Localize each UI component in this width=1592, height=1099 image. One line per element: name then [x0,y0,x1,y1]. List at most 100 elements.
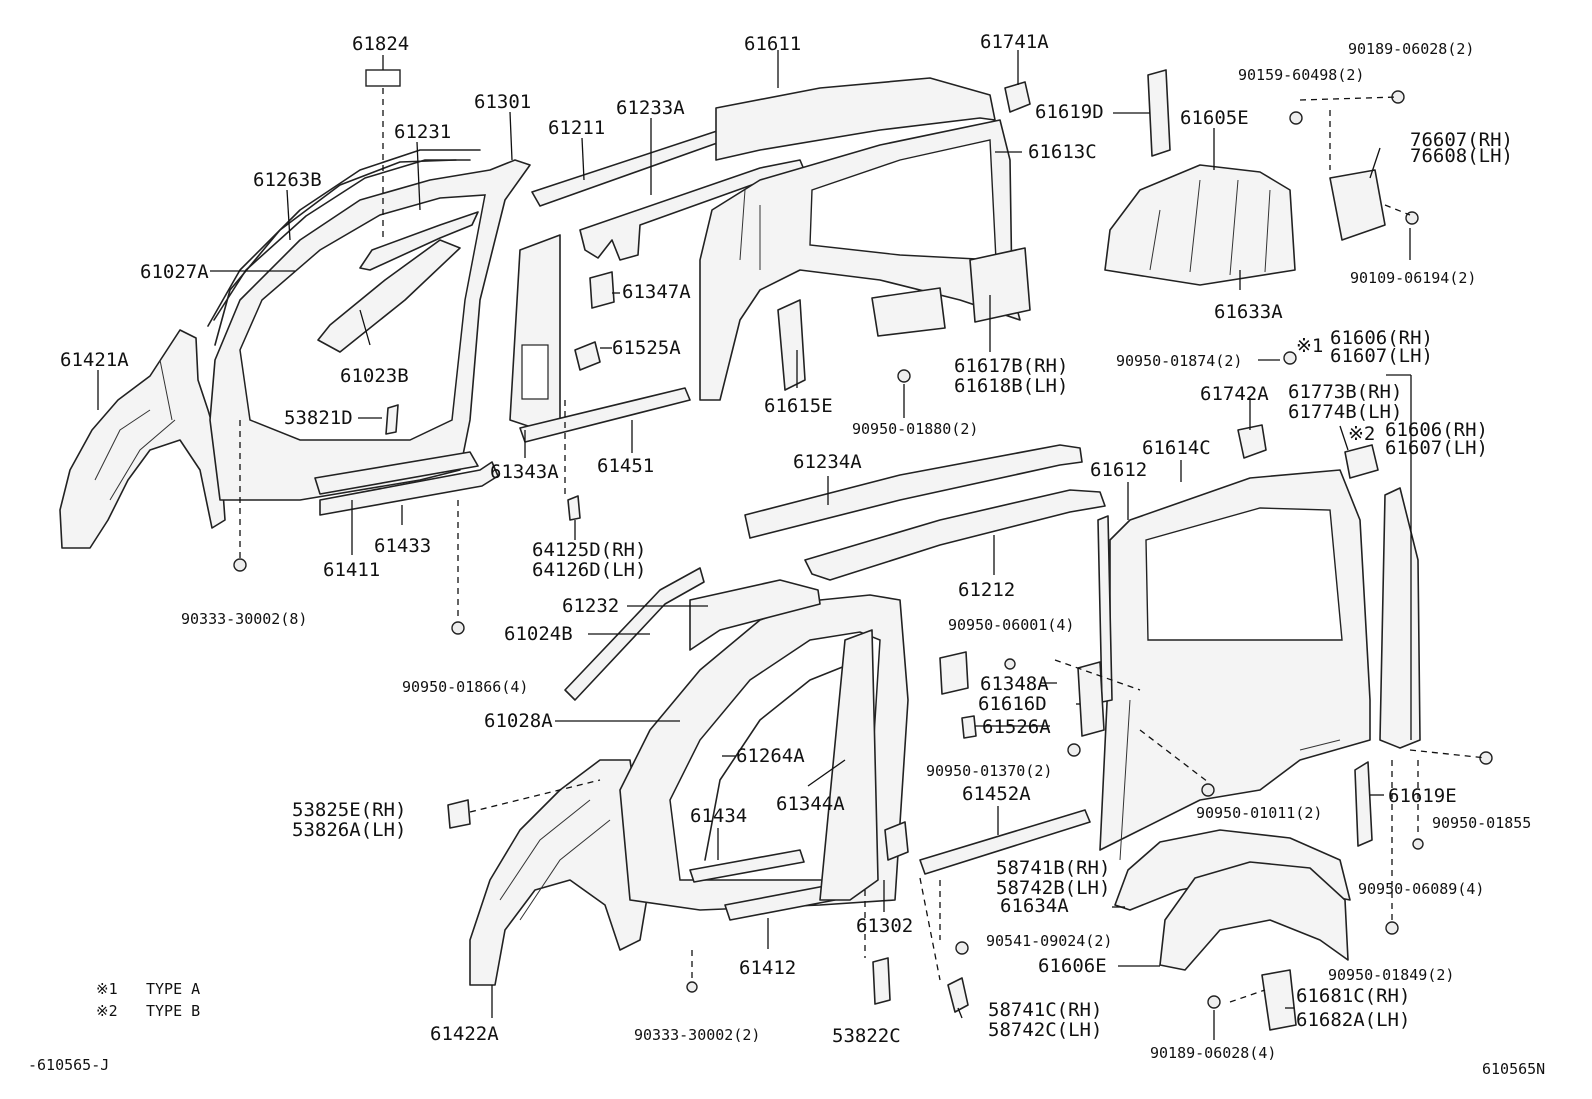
label-64126d: 64126D(LH) [532,559,646,581]
label-90333-30002-8: 90333-30002(8) [181,610,307,628]
part-61606 [1379,487,1421,749]
label-90541-09024-2: 90541-09024(2) [986,932,1112,950]
part-61343a [509,234,561,431]
label-61606-type2: 61606(RH) [1385,419,1488,441]
label-61605e: 61605E [1180,107,1249,129]
part-61232 [689,579,821,651]
label-61412: 61412 [739,957,796,979]
label-61302: 61302 [856,915,913,937]
label-61617b: 61617B(RH) [954,355,1068,377]
label-90189-06028-2: 90189-06028(2) [1348,40,1474,58]
label-61616d: 61616D [978,693,1047,715]
part-61525a [574,341,601,371]
legend-type1-symbol: ※1 [96,980,118,998]
label-90950-01855: 90950-01855 [1432,814,1531,832]
label-90189-06028-4: 90189-06028(4) [1150,1044,1276,1062]
part-61302 [884,821,909,861]
label-61824: 61824 [352,33,409,55]
label-61028a: 61028A [484,710,553,732]
label-61027a: 61027A [140,261,209,283]
label-61741a: 61741A [980,31,1049,53]
label-61607-type1: 61607(LH) [1330,345,1433,367]
bolt-90950-01370 [1067,743,1081,757]
label-90950-01011-2: 90950-01011(2) [1196,804,1322,822]
label-90950-01866-4: 90950-01866(4) [402,678,528,696]
label-76607: 76607(RH) [1410,129,1513,151]
part-53825e [447,799,471,829]
label-90159-60498-2: 90159-60498(2) [1238,66,1364,84]
label-90950-01880-2: 90950-01880(2) [852,420,978,438]
label-90333-30002-2: 90333-30002(2) [634,1026,760,1044]
label-61433: 61433 [374,535,431,557]
label-61614c: 61614C [1142,437,1211,459]
label-61773b: 61773B(RH) [1288,381,1402,403]
part-76607 [1329,169,1386,241]
label-61606-type1: 61606(RH) [1330,327,1433,349]
label-61615e: 61615E [764,395,833,417]
part-61348a [939,651,969,695]
part-61452a [919,809,1091,875]
part-61434 [689,849,805,883]
part-61606e [1159,861,1349,971]
label-61452a: 61452A [962,783,1031,805]
label-90950-06001-4: 90950-06001(4) [948,616,1074,634]
legend-type2-text: TYPE B [146,1002,200,1020]
label-61633a: 61633A [1214,301,1283,323]
part-61411 [319,461,499,516]
bolt-90541-09024 [955,941,969,955]
part-61234a [744,444,1083,539]
bolt-90950-01866 [451,621,465,635]
label-61233a: 61233A [616,97,685,119]
label-53825e: 53825E(RH) [292,799,406,821]
label-61526a: 61526A [982,716,1051,738]
label-90950-01370-2: 90950-01370(2) [926,762,1052,780]
label-61211: 61211 [548,117,605,139]
legend: ※1 TYPE A ※2 TYPE B [96,980,200,1020]
label-type1-mark: ※1 [1296,335,1323,357]
bolt-90950-06089 [1412,838,1424,850]
upper-assembly [59,69,1419,635]
label-61613c: 61613C [1028,141,1097,163]
part-61616d [1077,661,1105,737]
part-61619d [1147,69,1171,157]
label-58741b: 58741B(RH) [996,857,1110,879]
bolt-90950-01855 [1479,751,1493,765]
part-61615e [777,299,806,391]
bolt-90950-01874 [1283,351,1297,365]
label-61451: 61451 [597,455,654,477]
part-labels: 61824 61611 61741A 90189-06028(2) 90159-… [60,31,1531,1062]
part-61612 [1097,515,1113,703]
label-61234a: 61234A [793,451,862,473]
label-90950-01849-2: 90950-01849(2) [1328,966,1454,984]
label-61742a: 61742A [1200,383,1269,405]
footer-ref-left: -610565-J [28,1056,109,1074]
label-58742b: 58742B(LH) [996,877,1110,899]
label-61525a: 61525A [612,337,681,359]
label-61301: 61301 [474,91,531,113]
label-61344a: 61344A [776,793,845,815]
label-61611: 61611 [744,33,801,55]
part-61231 [359,211,479,271]
part-61451 [519,387,691,443]
label-58741c: 58741C(RH) [988,999,1102,1021]
label-64125d: 64125D(RH) [532,539,646,561]
part-61773b [1344,444,1379,479]
label-61619d: 61619D [1035,101,1104,123]
part-61347a [589,271,615,309]
leader-lines [97,50,1487,1040]
part-53821d [385,404,399,435]
part-61263b [214,159,457,346]
part-61742a [1237,424,1267,459]
bolt-90950-01880 [897,369,911,383]
part-61027a [207,149,481,327]
part-61824 [365,69,401,87]
label-61682a: 61682A(LH) [1296,1009,1410,1031]
label-90950-01874-2: 90950-01874(2) [1116,352,1242,370]
label-61212: 61212 [958,579,1015,601]
bolt-90333-30002-8 [233,558,247,572]
part-61264a [704,659,861,861]
label-61421a: 61421A [60,349,129,371]
label-61343a: 61343A [490,461,559,483]
label-61619e: 61619E [1388,785,1457,807]
